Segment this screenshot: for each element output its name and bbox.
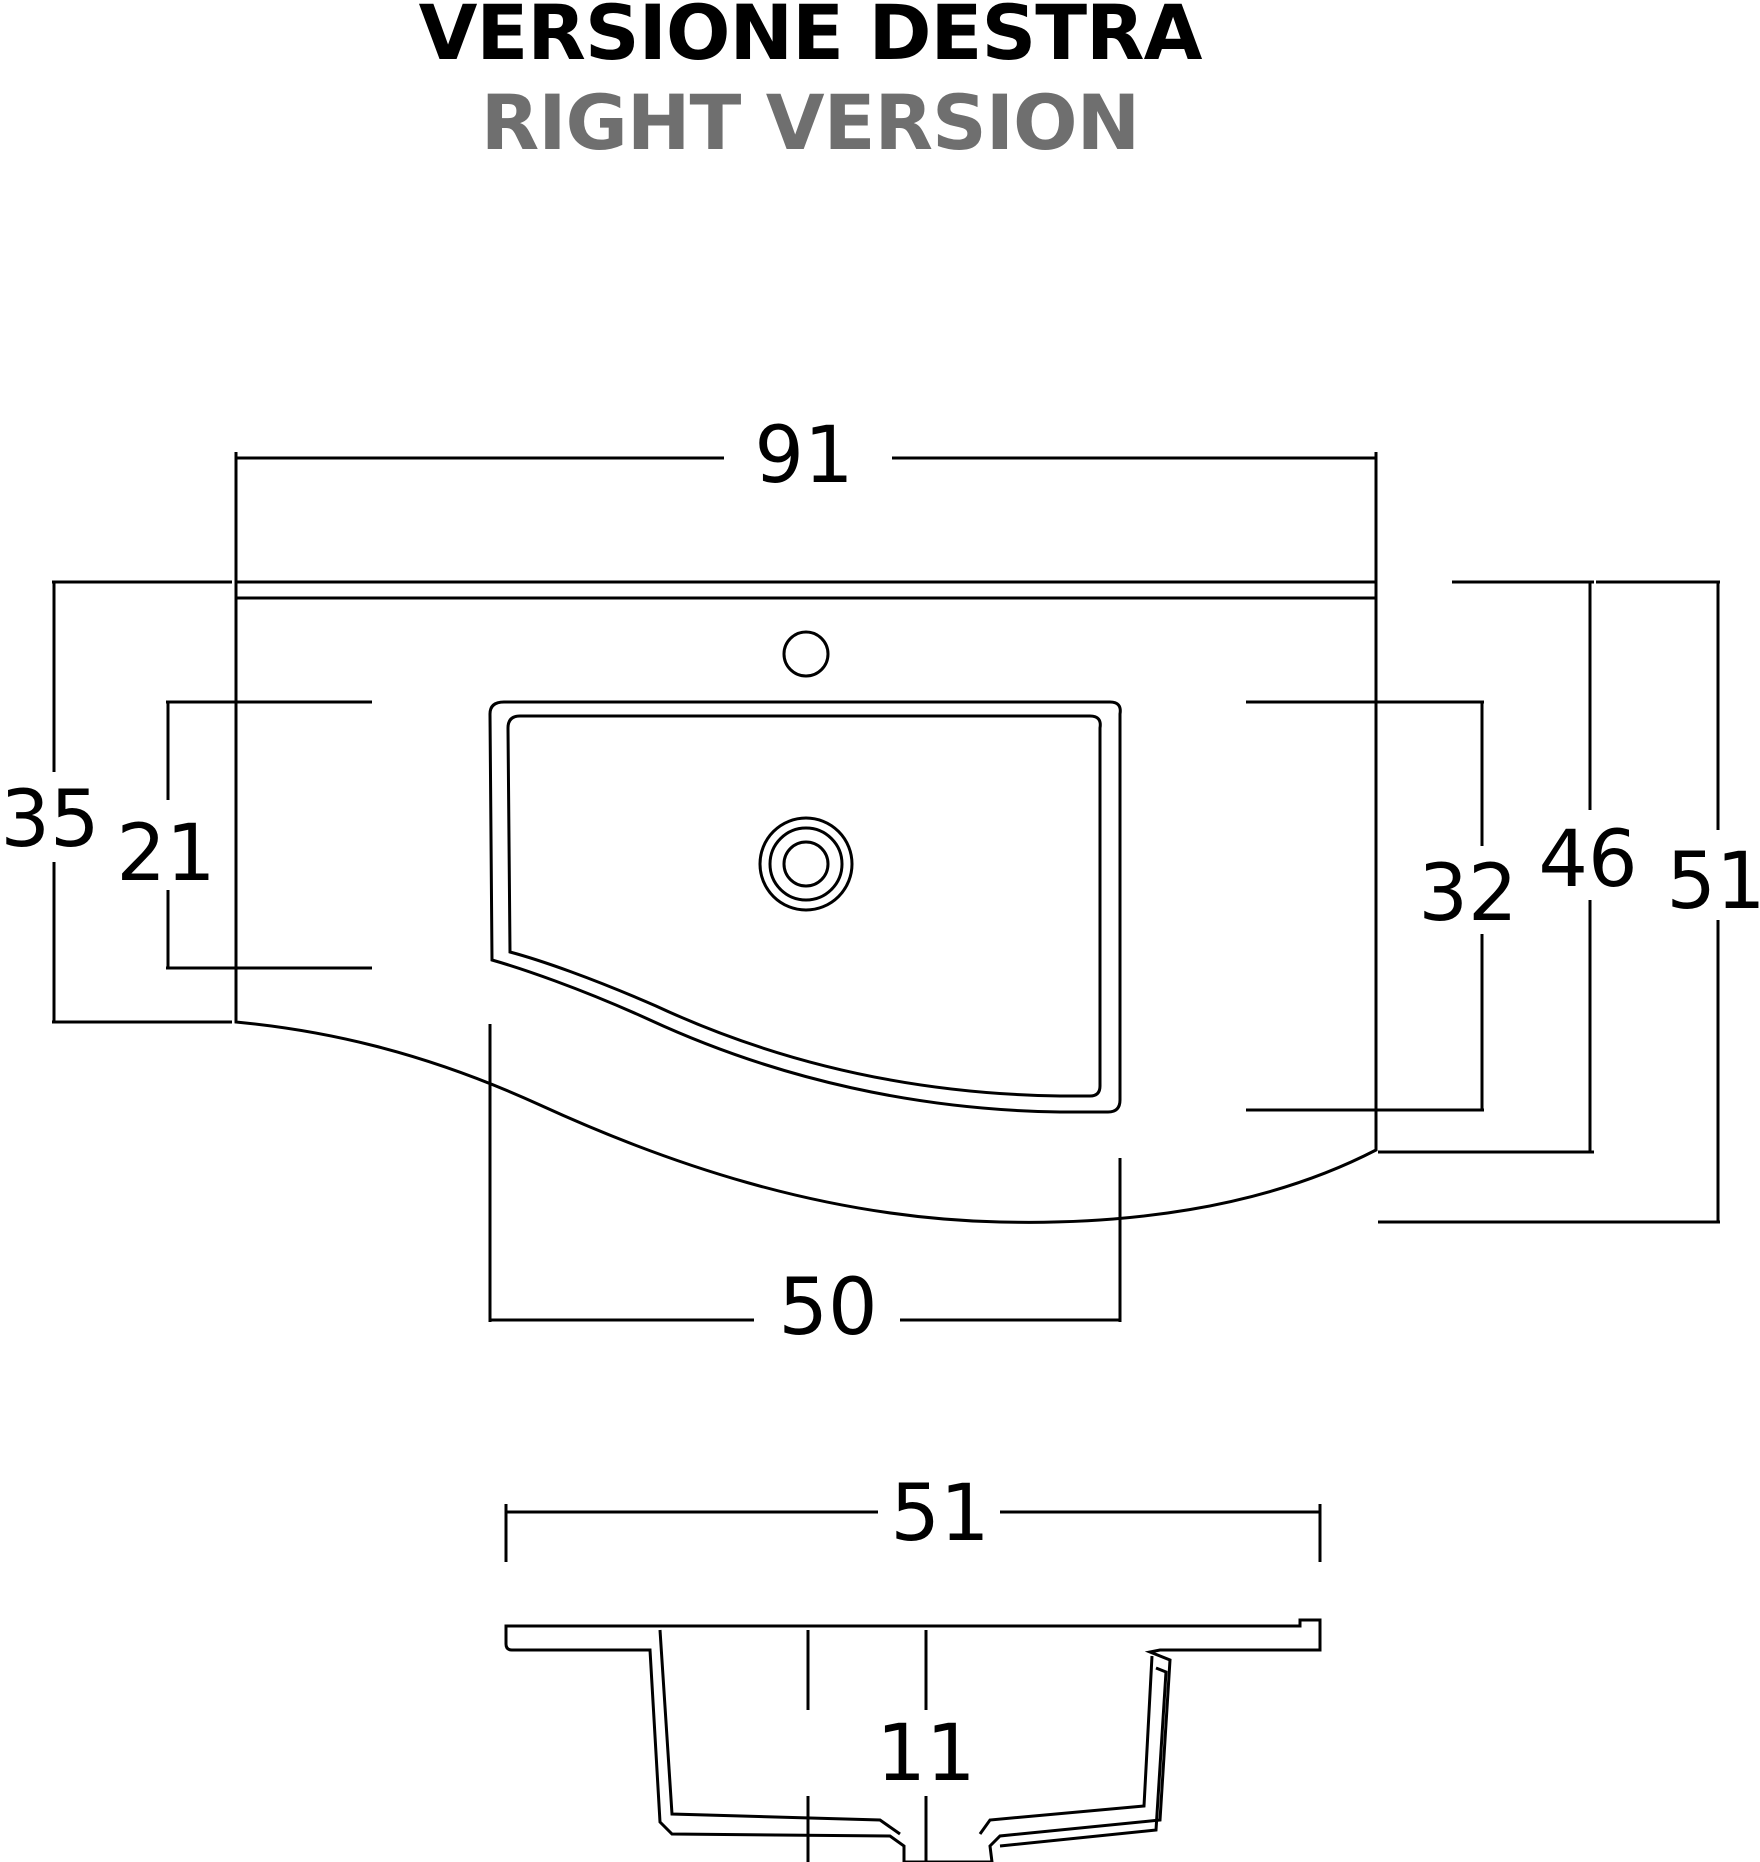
label-right-inner-depth: 32: [1418, 849, 1517, 939]
label-left-outer-depth: 35: [0, 775, 99, 865]
label-left-inner-depth: 21: [116, 809, 215, 899]
basin-profile: [504, 1618, 1322, 1862]
tap-hole-icon: [782, 630, 830, 678]
side-view: [504, 1504, 1322, 1862]
bowl-outer: [488, 700, 1122, 1114]
basin-profile-inner: [658, 1629, 1154, 1836]
basin-profile-wall: [999, 1666, 1168, 1848]
title-english: RIGHT VERSION: [480, 78, 1141, 167]
top-view: [52, 452, 1720, 1322]
label-right-outer-depth: 51: [1666, 837, 1760, 927]
title-italian: VERSIONE DESTRA: [418, 0, 1203, 77]
label-overall-width: 91: [754, 411, 853, 501]
basin-outline: [234, 580, 1378, 1224]
bowl-inner: [506, 714, 1102, 1098]
drain-mid-icon: [768, 826, 844, 902]
label-bowl-width: 50: [778, 1263, 877, 1353]
label-side-bowl-height: 11: [876, 1709, 975, 1799]
drain-inner-icon: [782, 840, 830, 888]
drain-outer-icon: [758, 816, 854, 912]
label-right-mid-depth: 46: [1538, 815, 1637, 905]
label-side-overall-depth: 51: [890, 1469, 989, 1559]
